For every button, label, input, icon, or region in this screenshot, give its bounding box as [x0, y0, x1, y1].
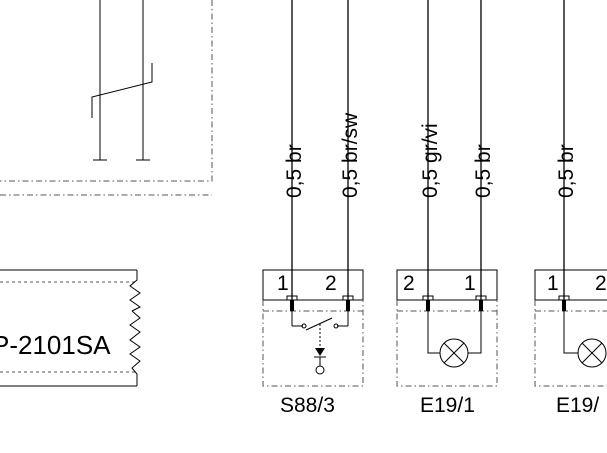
upper-module-border [0, 0, 213, 182]
wire-label-1: 0,5 br [283, 144, 306, 198]
upper-switch-symbol [91, 0, 153, 161]
e19-partial-component [534, 269, 607, 387]
pin-e19-1-1: 1 [464, 272, 476, 295]
pin-s88-1: 1 [277, 272, 289, 295]
left-module-label: P-2101SA [0, 330, 111, 360]
pin-e19-x-2: 2 [595, 272, 607, 295]
wire-label-4: 0,5 br [472, 144, 495, 198]
e19-1-component [396, 269, 498, 387]
s88-3-component [262, 269, 364, 387]
pin-e19-1-2: 2 [403, 272, 415, 295]
pin-e19-x-1: 1 [547, 272, 559, 295]
s88-3-label: S88/3 [280, 394, 335, 417]
e19-partial-label: E19/ [556, 394, 599, 417]
wire-label-2: 0,5 br/sw [339, 112, 362, 198]
wire-label-3: 0,5 gr/vi [419, 123, 442, 198]
wire-label-5: 0,5 br [555, 144, 578, 198]
pin-s88-2: 2 [325, 272, 337, 295]
left-module-box [0, 269, 141, 387]
e19-1-label: E19/1 [420, 394, 475, 417]
